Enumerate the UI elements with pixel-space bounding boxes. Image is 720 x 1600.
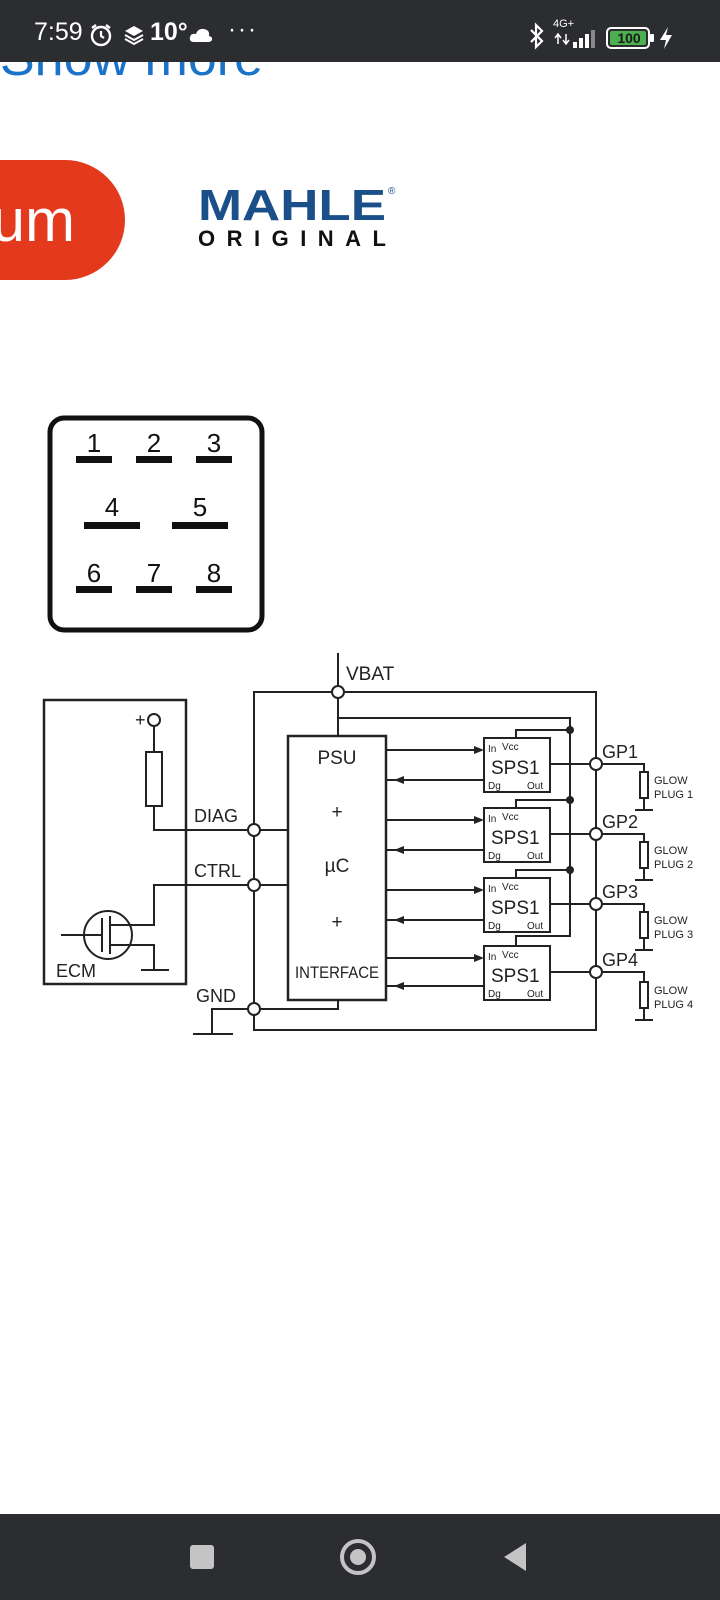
status-bar: 7:59 10° ··· 4G+ 100 [0,0,720,62]
label-module-plus-2: + [331,912,342,933]
network-type: 4G+ [553,18,575,30]
sps2-vcc: Vcc [502,812,519,823]
layers-icon [124,26,144,46]
sps1-label: SPS1 [491,758,540,779]
premium-label: um [0,187,75,254]
label-diag: DIAG [194,806,238,826]
label-gp4: GP4 [602,950,638,970]
logo-registered: ® [388,186,396,197]
sps4-in: In [488,952,496,963]
sps1-vcc: Vcc [502,742,519,753]
show-more-link[interactable]: Show more [0,62,400,87]
sps4-dg: Dg [488,989,501,1000]
status-time: 7:59 [34,18,83,46]
label-gnd: GND [196,986,236,1006]
sps2-dg: Dg [488,851,501,862]
home-button[interactable] [333,1532,383,1582]
premium-button[interactable]: um [0,160,125,280]
back-icon [504,1543,526,1571]
cloud-icon [189,28,213,42]
recents-icon [190,1545,214,1569]
label-module-plus-1: + [331,802,342,823]
glow-3: GLOW [654,915,688,927]
signal-icon [554,30,595,48]
plug-3: PLUG 3 [654,929,693,941]
label-psu: PSU [317,748,356,769]
battery-icon [606,27,654,49]
bluetooth-icon [530,22,544,50]
connector-pinout: 1 2 3 4 5 6 7 8 [47,415,265,633]
glow-4: GLOW [654,985,688,997]
sps3-out: Out [527,921,543,932]
alarm-icon [90,24,112,47]
label-interface: INTERFACE [295,963,379,982]
plug-2: PLUG 2 [654,859,693,871]
plug-1: PLUG 1 [654,789,693,801]
wiring-schematic: 1 2 3 4 5 6 7 8 [42,415,693,1035]
label-gp1: GP1 [602,742,638,762]
sps3-label: SPS1 [491,898,540,919]
sps1-dg: Dg [488,781,501,792]
sps3-vcc: Vcc [502,882,519,893]
navigation-bar [0,1514,720,1600]
sps4-out: Out [527,989,543,1000]
back-button[interactable] [490,1532,540,1582]
pin-7: 7 [147,558,161,588]
label-ctrl: CTRL [194,861,241,881]
sps2-label: SPS1 [491,828,540,849]
more-notifications: ··· [228,16,258,43]
sps3-dg: Dg [488,921,501,932]
label-gp2: GP2 [602,812,638,832]
plug-4: PLUG 4 [654,999,693,1011]
pin-3: 3 [207,428,221,458]
glow-2: GLOW [654,845,688,857]
logo-mahle: MAHLE [198,184,386,230]
sps1-out: Out [527,781,543,792]
page-content: Show more um MAHLE ® ORIGINAL 1 2 3 4 5 … [0,62,720,1514]
label-plus: + [135,710,146,730]
battery-level: 100 [617,30,641,46]
sps2-in: In [488,814,496,825]
sps3-in: In [488,884,496,895]
pin-5: 5 [193,492,207,522]
label-vbat: VBAT [346,664,395,685]
sps2-out: Out [527,851,543,862]
mahle-logo: MAHLE ® ORIGINAL [198,184,396,251]
label-ecm: ECM [56,961,96,981]
pin-2: 2 [147,428,161,458]
glow-1: GLOW [654,775,688,787]
sps4-label: SPS1 [491,966,540,987]
label-gp3: GP3 [602,882,638,902]
charging-icon [660,27,672,49]
sps4-vcc: Vcc [502,950,519,961]
sps1-in: In [488,744,496,755]
status-temperature: 10° [150,18,188,46]
recents-button[interactable] [177,1532,227,1582]
pin-4: 4 [105,492,119,522]
home-icon [340,1539,376,1575]
pin-6: 6 [87,558,101,588]
pin-8: 8 [207,558,221,588]
pin-1: 1 [87,428,101,458]
label-uc: µC [325,856,350,877]
